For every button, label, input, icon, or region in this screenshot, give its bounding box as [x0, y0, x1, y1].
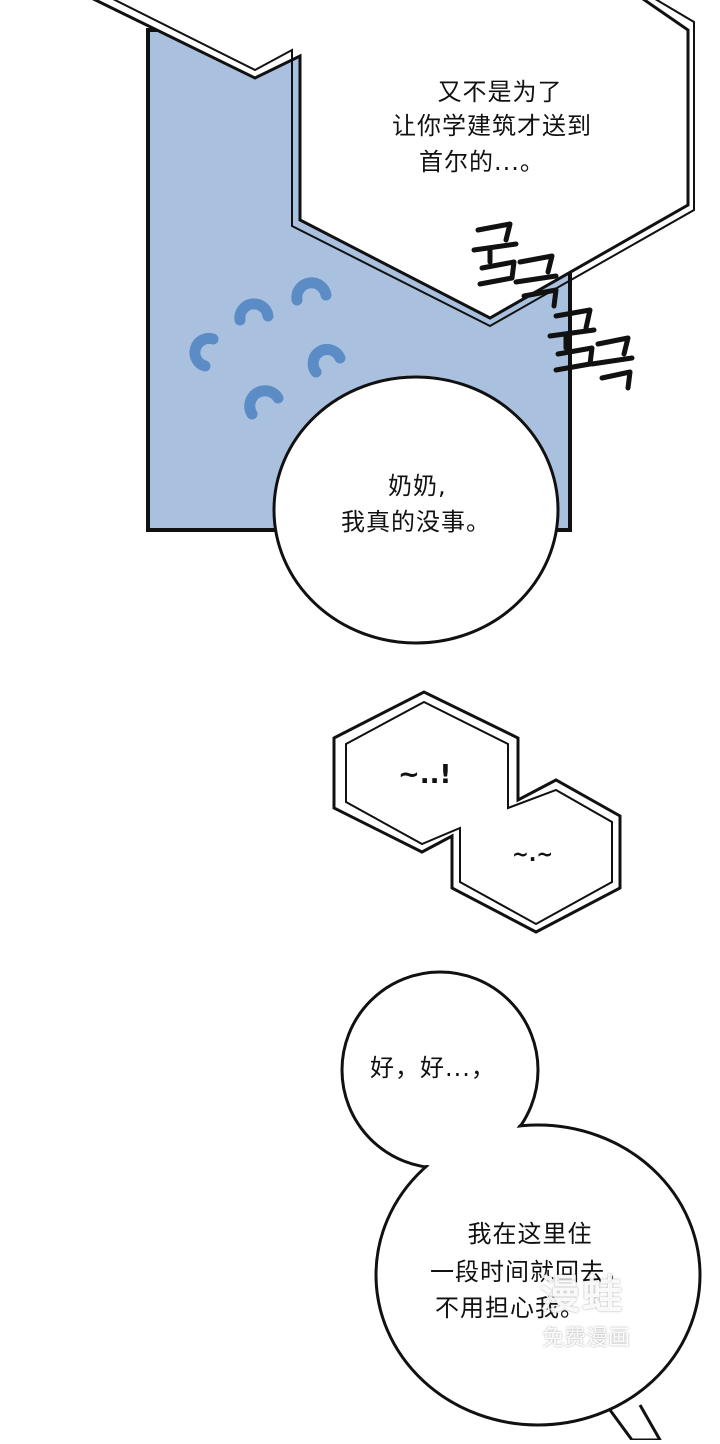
- round2-line-1: 我在这里住: [467, 1220, 593, 1248]
- hex-top-line-3: 首尔的...。: [419, 148, 545, 176]
- round1-line-1: 奶奶,: [388, 472, 447, 500]
- blue-curve-marks: [189, 277, 346, 420]
- watermark-caption: 免费漫画: [542, 1326, 631, 1351]
- round-balloon-1: [272, 375, 560, 645]
- round2-line-2: 一段时间就回去，: [430, 1258, 630, 1286]
- round2-upper-text: 好，好...，: [370, 1054, 496, 1082]
- round-balloon-2: [340, 970, 702, 1442]
- round1-line-2: 我真的没事。: [341, 508, 491, 536]
- hex-balloon-top-inner: [112, 0, 695, 328]
- hex-top-line-1: 又不是为了: [437, 78, 563, 106]
- hex-balloon-small: [332, 690, 622, 934]
- korean-sfx-glyphs: [471, 221, 635, 391]
- hex-top-line-2: 让你学建筑才送到: [392, 112, 592, 140]
- hex-small-b-text: ~.~: [512, 842, 554, 866]
- hex-balloon-top-outer: [92, 0, 690, 320]
- round2-line-3: 不用担心我。: [435, 1294, 585, 1322]
- hex-small-a-text: ~..!: [398, 760, 452, 790]
- watermark-logo: 漫蛙: [540, 1272, 624, 1318]
